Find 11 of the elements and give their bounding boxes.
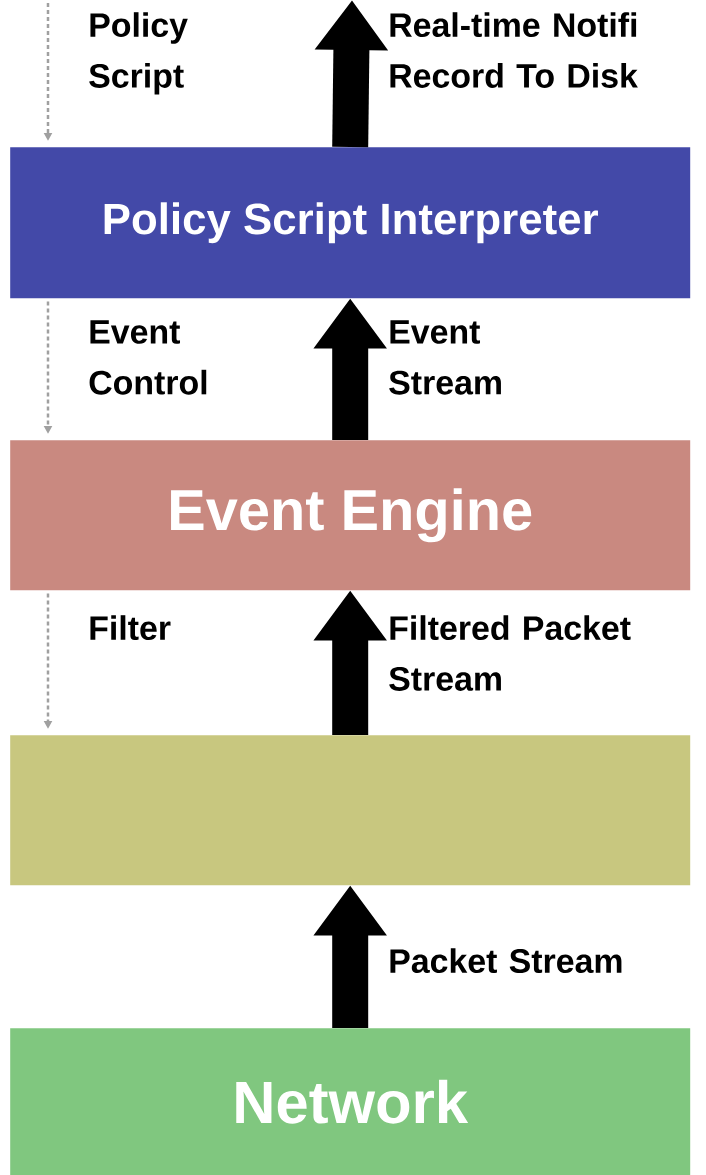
edge-label: Real-time Notifi Record To Disk: [390, 12, 638, 88]
edge-label: Policy Script: [89, 12, 188, 95]
edge-label: Filtered Packet Stream: [389, 615, 631, 691]
layer-box: Network: [10, 1028, 691, 1175]
edge-label: Packet Stream: [390, 948, 622, 974]
edge-label: Event Stream: [389, 320, 501, 395]
layer-box: Event Engine: [10, 440, 691, 591]
layer-box: Policy Script Interpreter: [10, 147, 691, 299]
layer-box: [10, 735, 691, 886]
edge-label: Filter: [90, 615, 171, 641]
edge-label: Event Control: [89, 320, 207, 395]
